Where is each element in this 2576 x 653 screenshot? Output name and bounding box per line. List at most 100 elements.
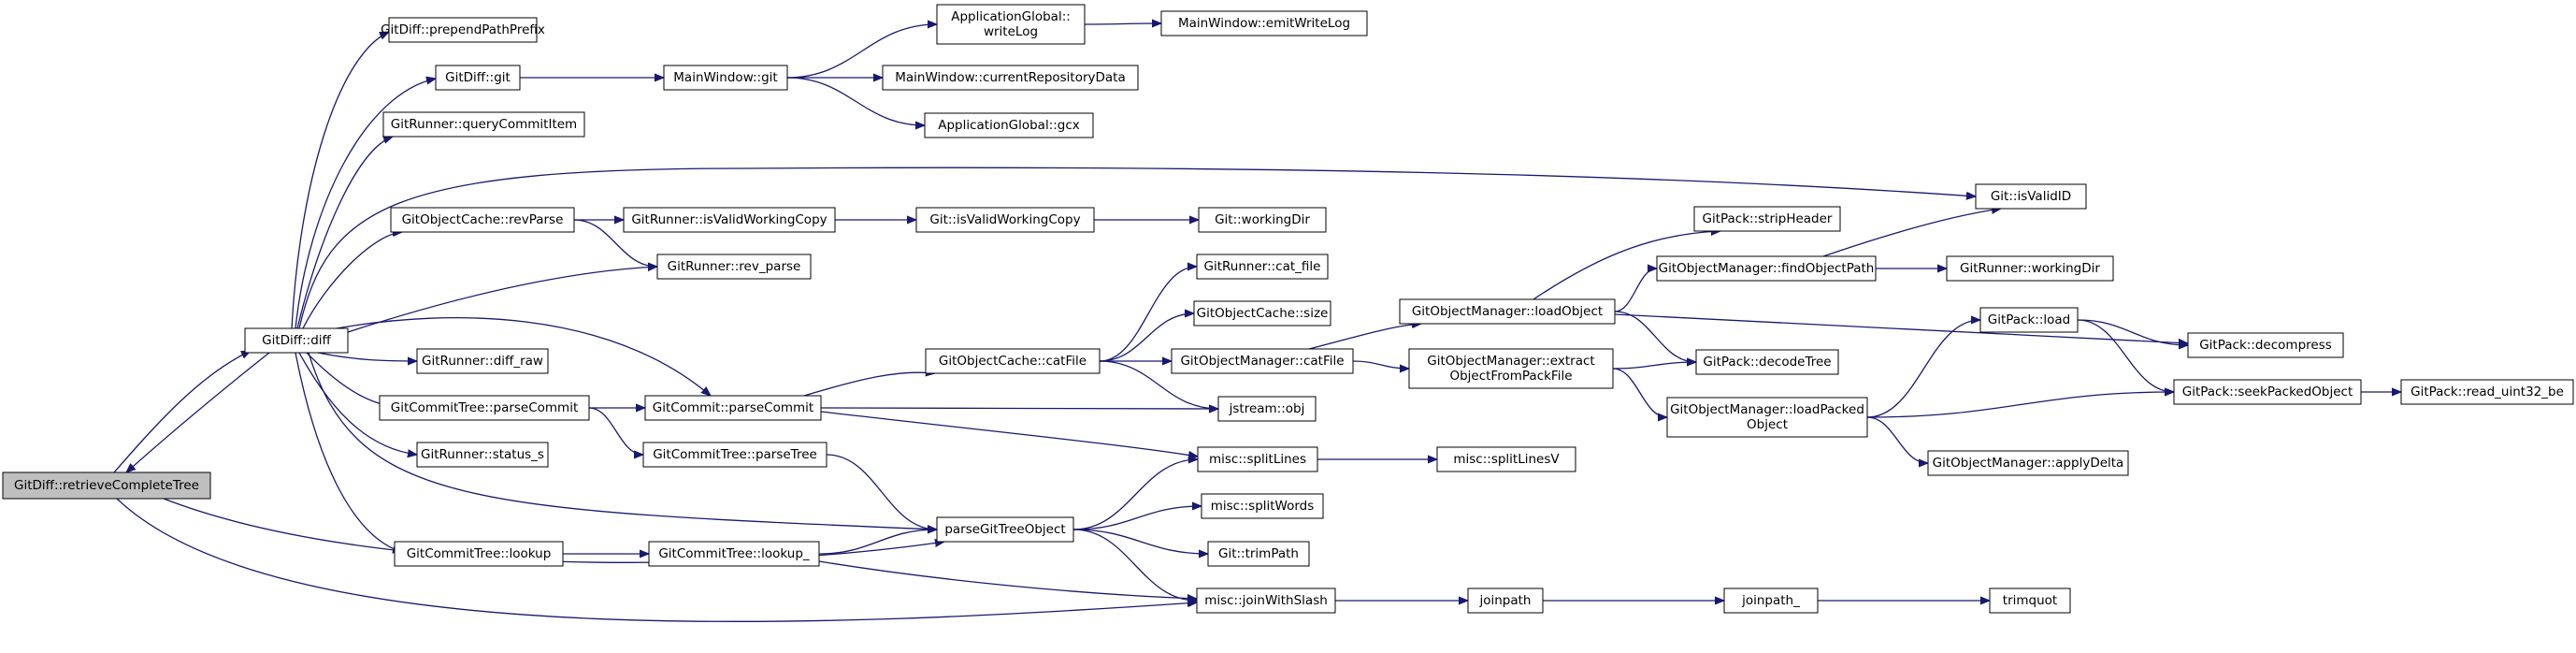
node-retrieve[interactable]: GitDiff::retrieveCompleteTree bbox=[2, 472, 211, 500]
node-label: joinpath_ bbox=[1741, 593, 1800, 608]
node-label: GitPack::read_uint32_be bbox=[2411, 385, 2564, 399]
node-label: misc::splitLinesV bbox=[1453, 452, 1560, 467]
node-runnercatfile[interactable]: GitRunner::cat_file bbox=[1196, 254, 1329, 280]
node-label: joinpath bbox=[1478, 593, 1531, 608]
node-decodetree[interactable]: GitPack::decodeTree bbox=[1695, 349, 1839, 375]
node-label: GitPack::decompress bbox=[2199, 338, 2332, 353]
node-joinpath[interactable]: joinpath bbox=[1467, 588, 1544, 614]
node-isvalidid[interactable]: Git::isValidID bbox=[1975, 183, 2087, 210]
node-omcatfile[interactable]: GitObjectManager::catFile bbox=[1171, 348, 1354, 374]
node-cachesize[interactable]: GitObjectCache::size bbox=[1193, 300, 1331, 326]
node-label: GitDiff::retrieveCompleteTree bbox=[14, 478, 199, 493]
edge-lookup_-to-joinslash bbox=[818, 560, 1197, 599]
edge-loadobject-to-stripheader bbox=[1533, 231, 1720, 300]
node-label: GitDiff::git bbox=[445, 70, 511, 85]
node-label: GitObjectCache::size bbox=[1197, 306, 1329, 321]
node-box bbox=[925, 348, 1101, 374]
node-splitlines[interactable]: misc::splitLines bbox=[1197, 446, 1318, 472]
node-splitlinesv[interactable]: misc::splitLinesV bbox=[1436, 446, 1576, 472]
node-label: ApplicationGlobal:: bbox=[951, 9, 1071, 24]
node-box bbox=[656, 254, 812, 280]
node-seekpacked[interactable]: GitPack::seekPackedObject bbox=[2173, 379, 2362, 405]
edge-loadpacked-to-gpload bbox=[1866, 320, 1980, 418]
node-label: GitCommit::parseCommit bbox=[653, 400, 813, 415]
edge-diff-to-rev_parse bbox=[347, 267, 657, 333]
node-gpload[interactable]: GitPack::load bbox=[1979, 307, 2079, 333]
node-label: Git::workingDir bbox=[1215, 212, 1310, 227]
node-box bbox=[394, 541, 564, 567]
node-label: GitObjectManager::applyDelta bbox=[1933, 456, 2124, 471]
node-joinpath_[interactable]: joinpath_ bbox=[1723, 588, 1819, 614]
node-label: GitObjectCache::revParse bbox=[402, 212, 564, 227]
node-parsetree[interactable]: GitCommitTree::parseTree bbox=[642, 442, 827, 468]
node-box bbox=[388, 17, 538, 43]
node-statuss[interactable]: GitRunner::status_s bbox=[416, 442, 549, 468]
node-gitdiffgit[interactable]: GitDiff::git bbox=[435, 65, 521, 91]
node-writelog[interactable]: ApplicationGlobal::writeLog bbox=[936, 4, 1086, 45]
node-loadobject[interactable]: GitObjectManager::loadObject bbox=[1399, 298, 1616, 325]
edge-retrieve-to-diff bbox=[113, 350, 251, 473]
edge-diff-to-gitdiffgit bbox=[295, 79, 436, 329]
node-splitwords[interactable]: misc::splitWords bbox=[1201, 493, 1324, 519]
node-box bbox=[1656, 255, 1877, 282]
node-label: GitCommitTree::lookup_ bbox=[658, 546, 810, 561]
node-applydelta[interactable]: GitObjectManager::applyDelta bbox=[1927, 450, 2129, 476]
node-lookup_[interactable]: GitCommitTree::lookup_ bbox=[648, 541, 820, 567]
node-box bbox=[623, 207, 836, 233]
node-parsegittree[interactable]: parseGitTreeObject bbox=[936, 516, 1074, 543]
node-querycommit[interactable]: GitRunner::queryCommitItem bbox=[382, 111, 585, 138]
node-findobjpath[interactable]: GitObjectManager::findObjectPath bbox=[1656, 255, 1877, 282]
edge-ctparsecommit-to-parsetree bbox=[588, 407, 644, 455]
edge-lookup_-to-parsegittree bbox=[818, 530, 937, 555]
node-jstream[interactable]: jstream::obj bbox=[1217, 396, 1317, 422]
node-emitwritelog[interactable]: MainWindow::emitWriteLog bbox=[1160, 10, 1368, 36]
node-joinslash[interactable]: misc::joinWithSlash bbox=[1196, 588, 1336, 614]
node-label: ApplicationGlobal::gcx bbox=[938, 118, 1080, 133]
edge-diff-to-revparse bbox=[302, 232, 402, 329]
node-gcx[interactable]: ApplicationGlobal::gcx bbox=[924, 112, 1094, 138]
node-decompress[interactable]: GitPack::decompress bbox=[2187, 332, 2344, 358]
edge-diff-to-parsegittree bbox=[308, 352, 937, 530]
edge-gpload-to-decompress bbox=[2077, 319, 2188, 345]
node-label: GitObjectManager::extract bbox=[1427, 354, 1594, 369]
node-box bbox=[882, 65, 1139, 91]
node-catfile[interactable]: GitObjectCache::catFile bbox=[925, 348, 1101, 374]
node-gcparsecommit[interactable]: GitCommit::parseCommit bbox=[644, 395, 822, 421]
edge-diff-to-isvalidid bbox=[298, 167, 1976, 329]
edge-parsegittree-to-splitlines bbox=[1072, 459, 1198, 530]
node-label: jstream::obj bbox=[1229, 401, 1305, 416]
edge-catfile-to-runnercatfile bbox=[1099, 267, 1197, 362]
node-label: Git::trimPath bbox=[1218, 546, 1299, 561]
node-workingdir[interactable]: Git::workingDir bbox=[1198, 207, 1327, 233]
node-extract[interactable]: GitObjectManager::extractObjectFromPackF… bbox=[1408, 348, 1614, 389]
node-isvalidwc[interactable]: GitRunner::isValidWorkingCopy bbox=[623, 207, 836, 233]
node-trimpath[interactable]: Git::trimPath bbox=[1207, 541, 1310, 567]
node-box bbox=[1207, 541, 1310, 567]
node-label: GitCommitTree::lookup bbox=[407, 546, 552, 561]
node-runnerworkingdir[interactable]: GitRunner::workingDir bbox=[1946, 255, 2114, 282]
node-box bbox=[936, 4, 1086, 45]
node-lookup[interactable]: GitCommitTree::lookup bbox=[394, 541, 564, 567]
node-label: GitObjectManager::loadPacked bbox=[1670, 402, 1864, 417]
node-prepend[interactable]: GitDiff::prependPathPrefix bbox=[381, 17, 545, 43]
node-mwgit[interactable]: MainWindow::git bbox=[663, 65, 788, 91]
node-gitisvalidwc[interactable]: Git::isValidWorkingCopy bbox=[915, 207, 1095, 233]
node-ctparsecommit[interactable]: GitCommitTree::parseCommit bbox=[379, 395, 590, 421]
node-box bbox=[1160, 10, 1368, 36]
node-stripheader[interactable]: GitPack::stripHeader bbox=[1693, 206, 1841, 232]
node-box bbox=[2400, 379, 2574, 405]
node-rev_parse[interactable]: GitRunner::rev_parse bbox=[656, 254, 812, 280]
node-readuint[interactable]: GitPack::read_uint32_be bbox=[2400, 379, 2574, 405]
node-revparse[interactable]: GitObjectCache::revParse bbox=[390, 207, 575, 233]
node-trimquot[interactable]: trimquot bbox=[1989, 588, 2071, 614]
node-box bbox=[644, 395, 822, 421]
node-label: MainWindow::emitWriteLog bbox=[1178, 16, 1350, 31]
node-diffraw[interactable]: GitRunner::diff_raw bbox=[416, 348, 549, 374]
node-box bbox=[435, 65, 521, 91]
node-box bbox=[1196, 254, 1329, 280]
node-label: GitObjectManager::loadObject bbox=[1412, 304, 1603, 319]
node-label: GitObjectManager::findObjectPath bbox=[1659, 261, 1875, 276]
node-currepo[interactable]: MainWindow::currentRepositoryData bbox=[882, 65, 1139, 91]
node-diff[interactable]: GitDiff::diff bbox=[244, 327, 349, 354]
